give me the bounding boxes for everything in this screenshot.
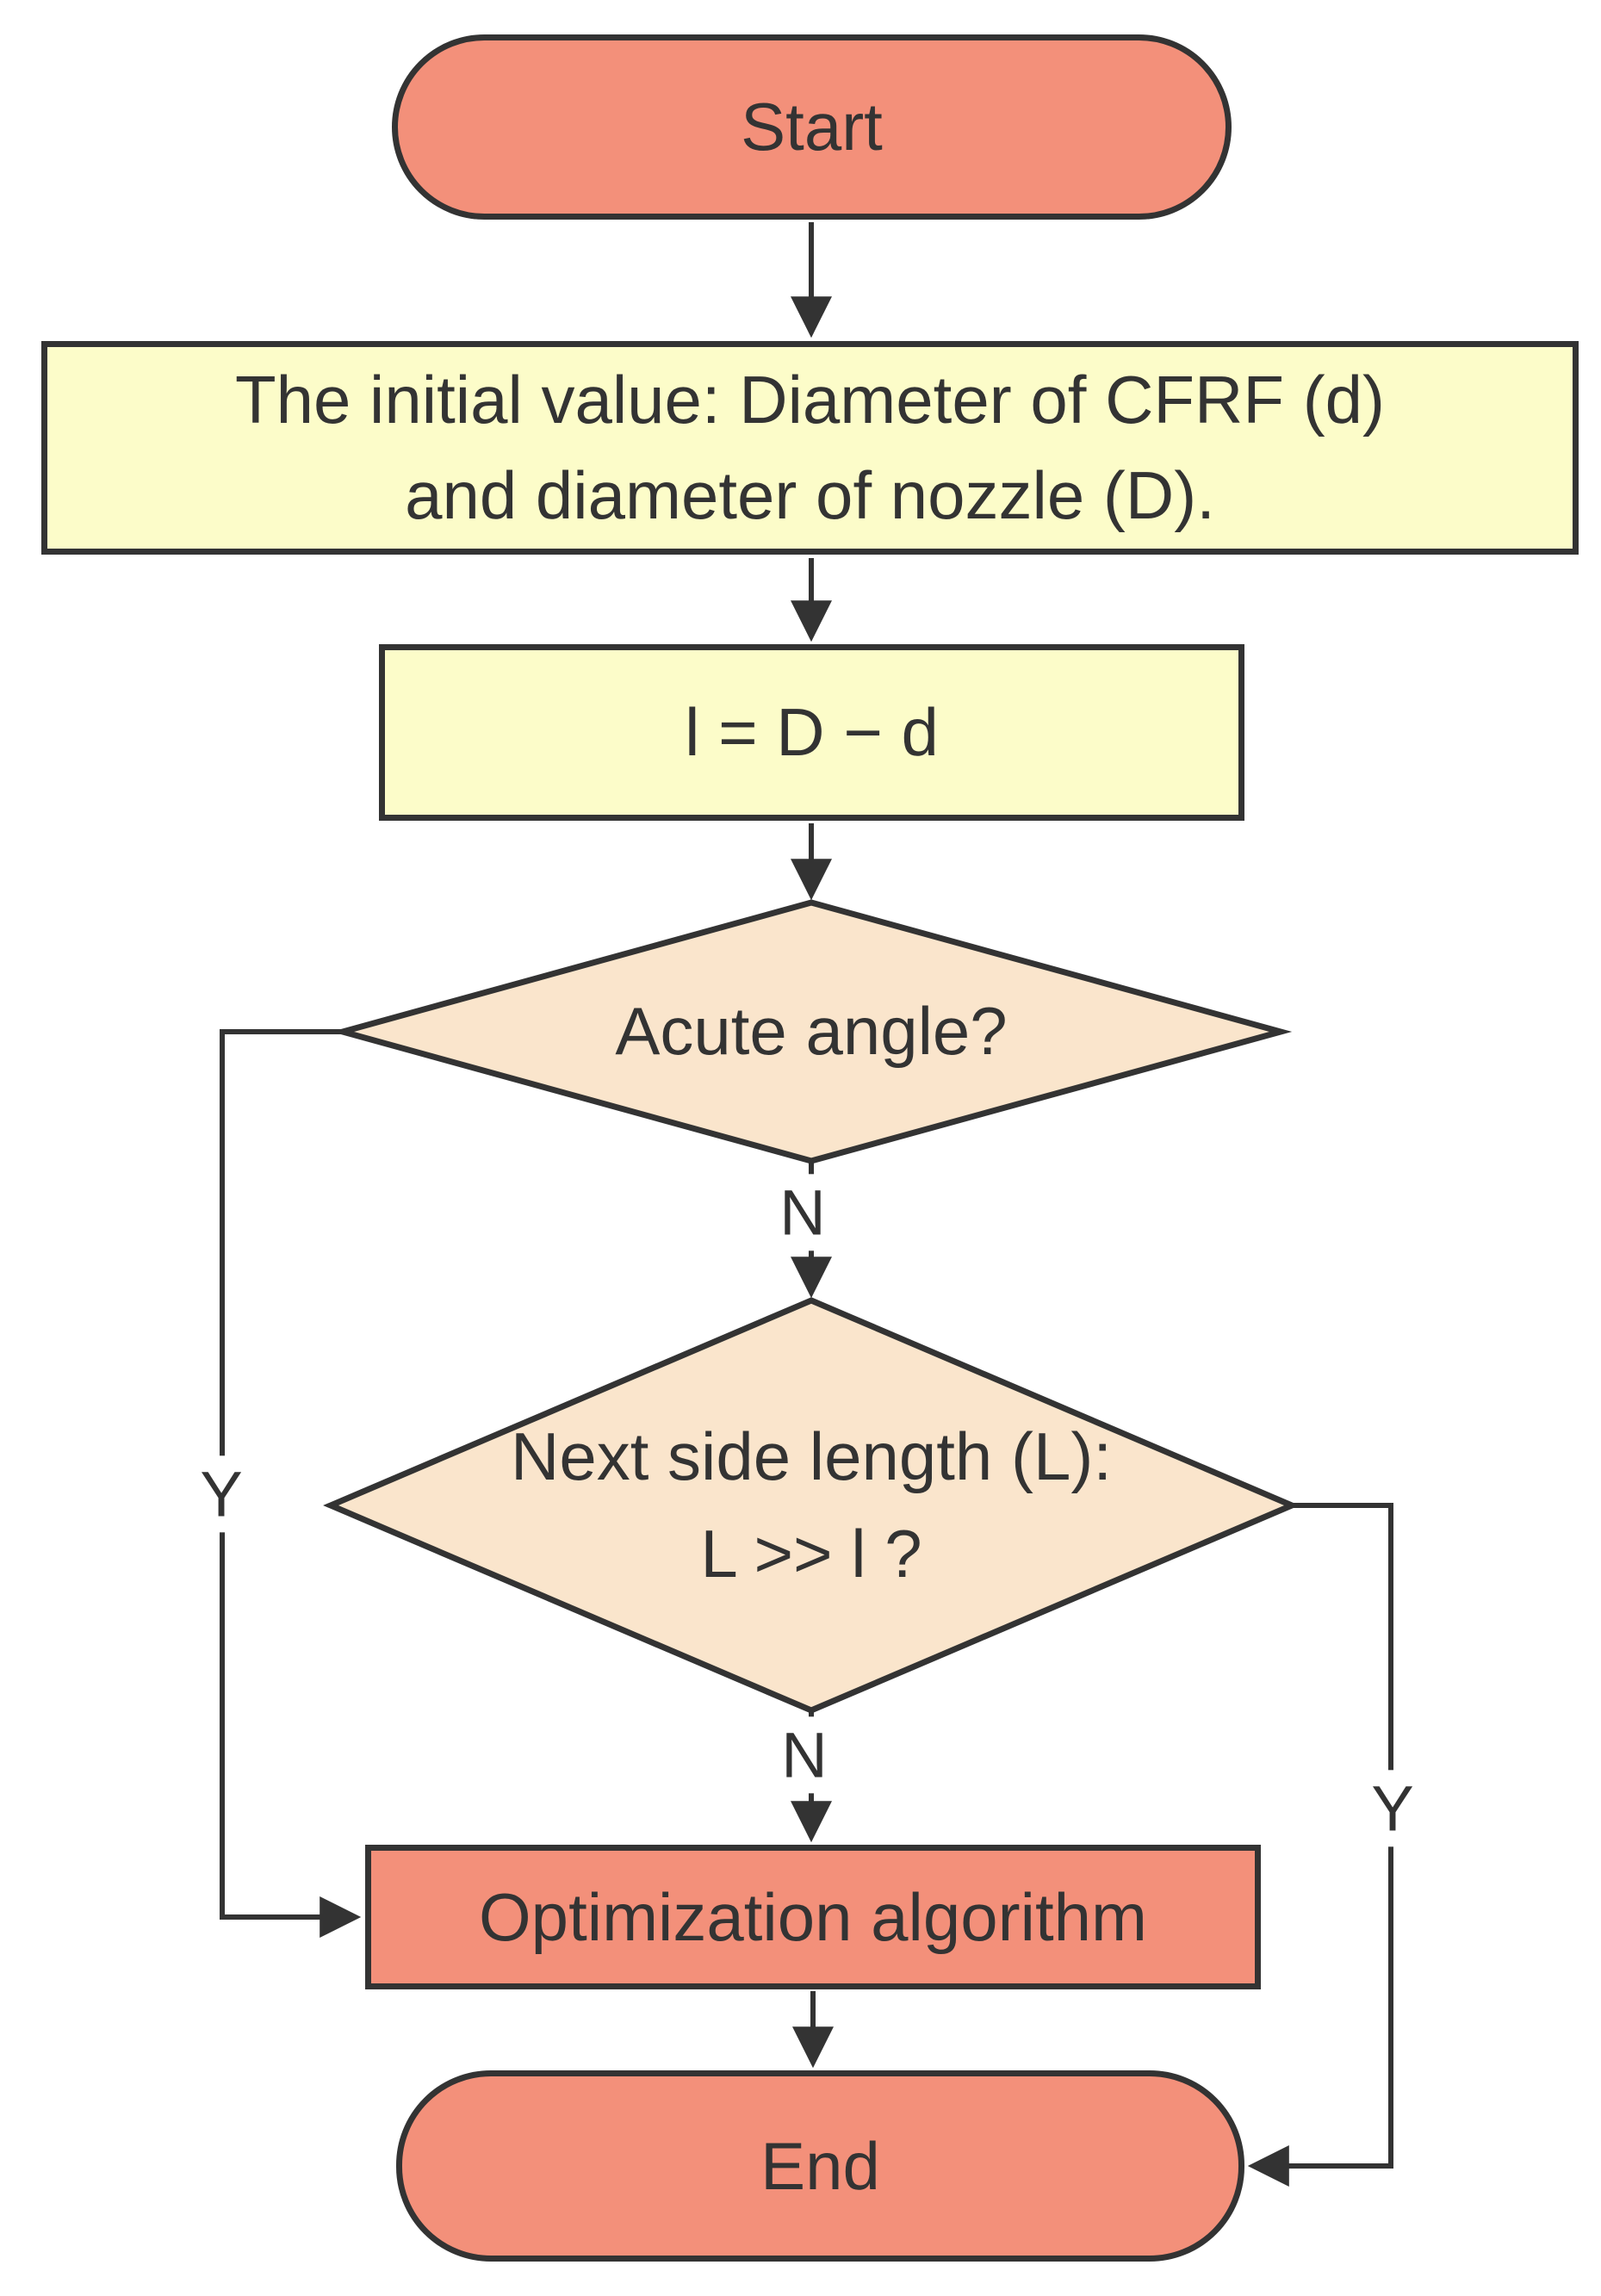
edge-label-decision2-yes: Y xyxy=(1362,1770,1423,1847)
edge-label-decision1-yes: Y xyxy=(191,1455,251,1533)
end-label: End xyxy=(760,2127,880,2204)
initial-value-line1: The initial value: Diameter of CFRF (d) xyxy=(234,362,1386,438)
start-label: Start xyxy=(741,89,883,165)
node-initial-value: The initial value: Diameter of CFRF (d) … xyxy=(41,341,1579,555)
edge-label-decision1-no: N xyxy=(771,1174,835,1251)
node-start: Start xyxy=(392,34,1232,220)
decision2-shape xyxy=(323,1297,1300,1714)
node-end: End xyxy=(396,2070,1244,2262)
initial-value-line2: and diameter of nozzle (D). xyxy=(405,457,1215,533)
node-formula: l = D − d xyxy=(379,644,1244,821)
decision1-shape xyxy=(331,899,1293,1164)
optimization-label: Optimization algorithm xyxy=(479,1878,1147,1955)
formula-label: l = D − d xyxy=(685,694,939,771)
edge-label-decision2-no: N xyxy=(773,1716,836,1794)
node-optimization: Optimization algorithm xyxy=(365,1845,1261,1989)
